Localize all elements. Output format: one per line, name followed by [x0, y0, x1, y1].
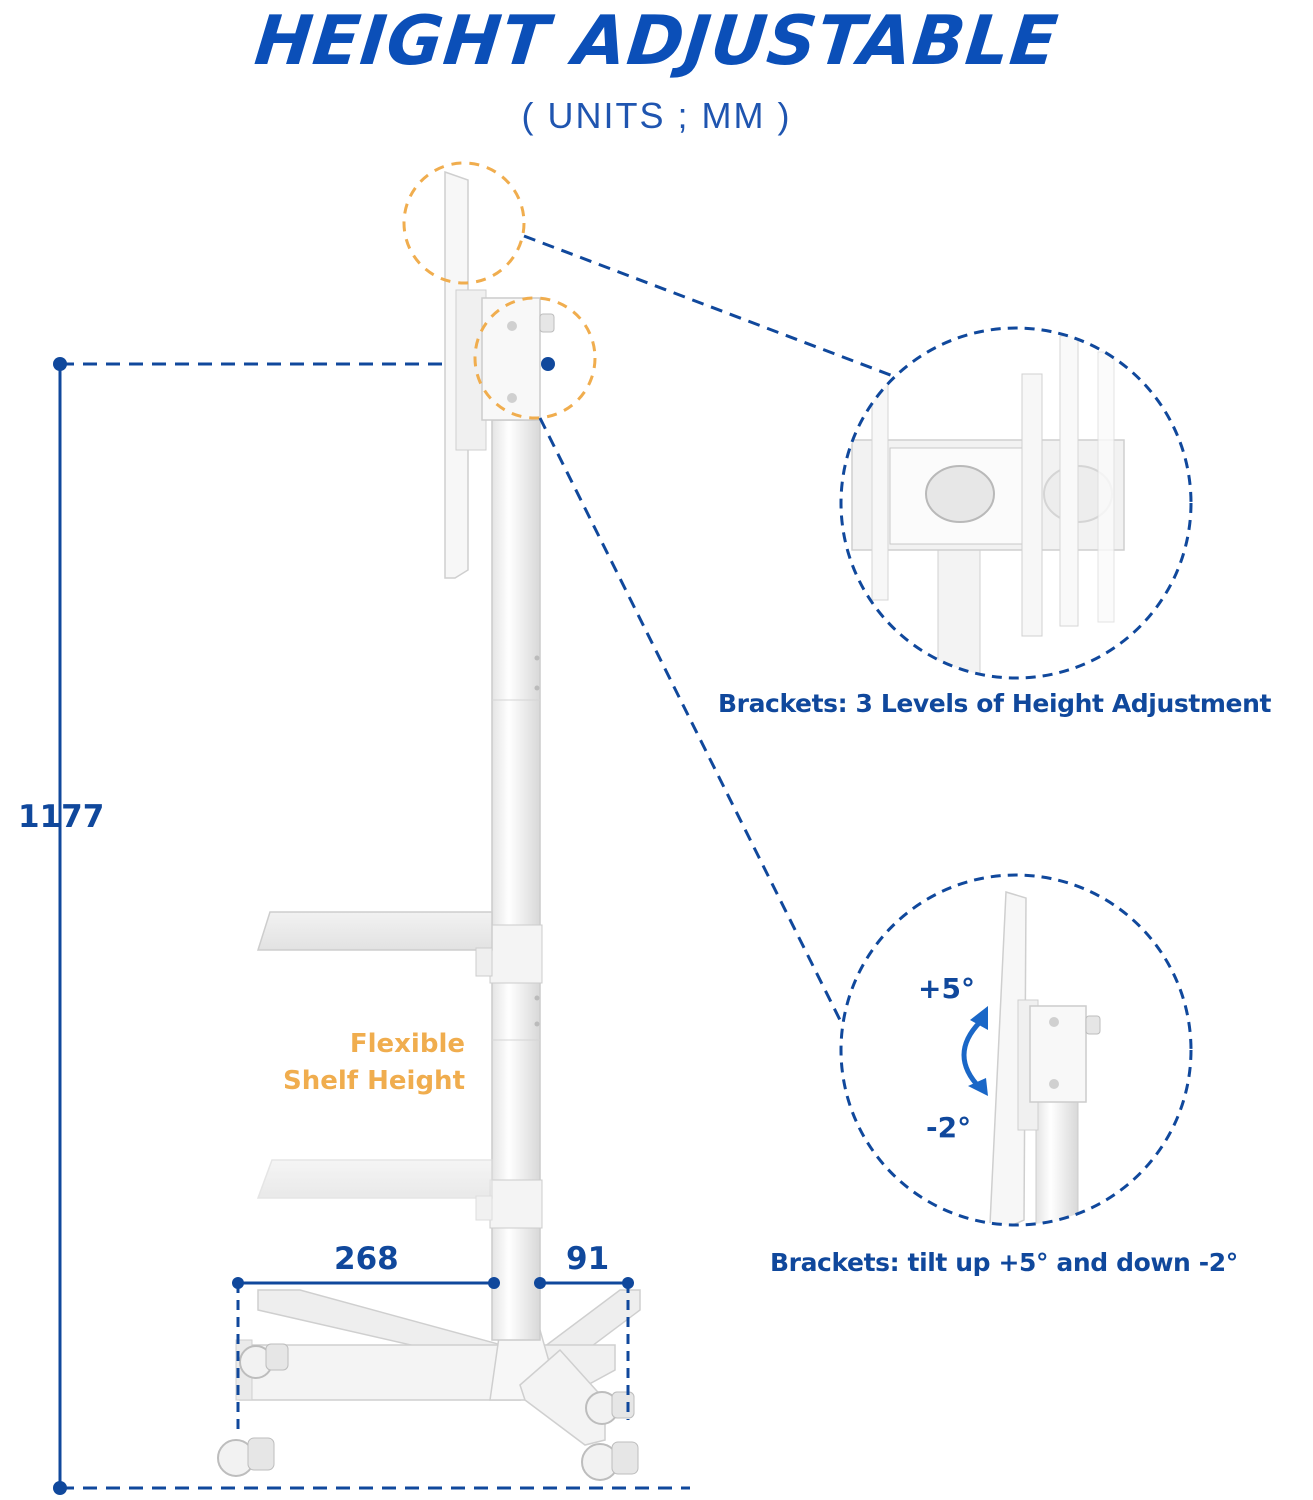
tv-mount	[444, 170, 555, 579]
bracket-tilt-detail	[839, 873, 1193, 1227]
casters	[217, 1343, 639, 1481]
base-length-label: 268	[334, 1241, 399, 1277]
shelves	[256, 911, 493, 1221]
bracket-height-detail	[839, 326, 1193, 680]
base-dimensions	[232, 1277, 634, 1430]
height-dimension	[53, 357, 690, 1495]
bracket-tilt-caption: Brackets: tilt up +5° and down -2°	[770, 1248, 1238, 1277]
flexible-shelf-label: Flexible Shelf Height	[283, 1029, 465, 1096]
highlight-circles	[402, 161, 597, 420]
stand-pole	[489, 419, 543, 1341]
tilt-down-label: -2°	[926, 1111, 972, 1144]
units-note: ( UNITS ; MM )	[521, 95, 792, 136]
tilt-arrow-icon	[961, 1006, 988, 1096]
height-dimension-label: 1177	[18, 799, 105, 835]
stand-base	[235, 1289, 641, 1446]
tilt-up-label: +5°	[918, 972, 975, 1005]
base-width-label: 91	[566, 1241, 610, 1277]
bracket-levels-caption: Brackets: 3 Levels of Height Adjustment	[718, 689, 1272, 718]
leader-lines	[523, 234, 894, 1021]
